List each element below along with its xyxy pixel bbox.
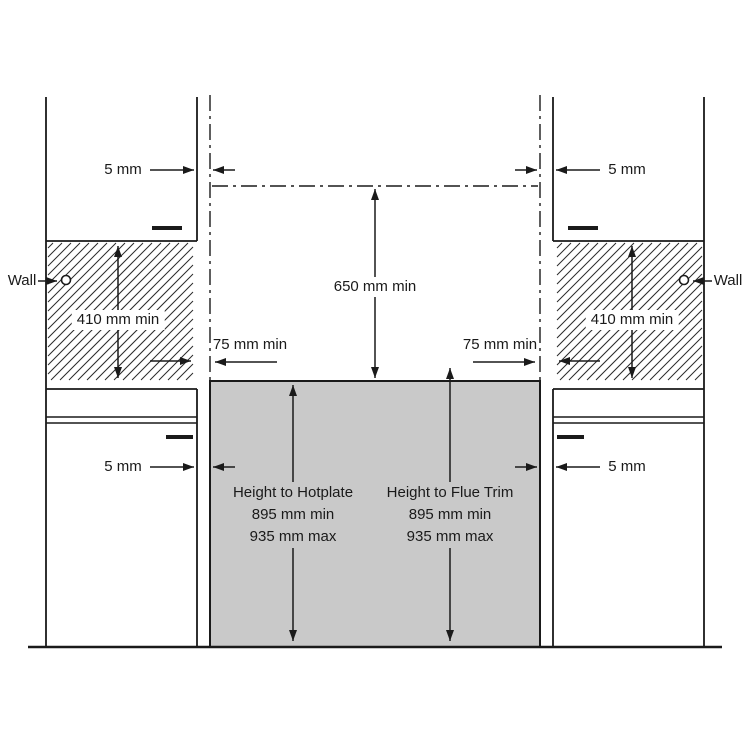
arrow-side-clearance-left	[215, 358, 277, 366]
flue-height-min: 895 mm min	[408, 506, 492, 523]
flue-height-max: 935 mm max	[406, 528, 494, 545]
wall-protection-label-right: 410 mm min	[585, 310, 679, 330]
arrow-gap-top-left-b	[213, 166, 235, 174]
arrow-hatch-right-extent	[559, 357, 600, 365]
arrow-gap-mid-right-b	[515, 463, 537, 471]
flue-height-block: Height to Flue Trim 895 mm min 935 mm ma…	[380, 482, 520, 548]
arrow-hatch-left-extent	[150, 357, 191, 365]
hotplate-height-max: 935 mm max	[249, 528, 337, 545]
arrow-gap-top-left-a	[150, 166, 194, 174]
arrow-gap-mid-right-a	[556, 463, 600, 471]
hotplate-height-min: 895 mm min	[251, 506, 335, 523]
arrow-gap-mid-left-a	[150, 463, 194, 471]
side-clearance-label-left: 75 mm min	[212, 336, 288, 353]
arrow-wall-right-leader	[693, 277, 712, 285]
wall-label-left: Wall	[7, 272, 37, 289]
arrow-side-clearance-right	[473, 358, 535, 366]
structure-lines	[28, 97, 722, 649]
gap-label-mid-left: 5 mm	[104, 458, 142, 475]
centerlines	[209, 95, 541, 381]
vertical-clearance-label: 650 mm min	[328, 277, 422, 297]
arrow-gap-top-right-a	[556, 166, 600, 174]
arrow-gap-top-right-b	[515, 166, 537, 174]
hotplate-height-title: Height to Hotplate	[232, 484, 354, 501]
arrow-wall-left-leader	[38, 277, 57, 285]
gap-label-mid-right: 5 mm	[608, 458, 646, 475]
wall-markers	[60, 274, 690, 286]
flue-height-title: Height to Flue Trim	[386, 484, 514, 501]
arrow-gap-mid-left-b	[213, 463, 235, 471]
wall-dot-right	[678, 274, 690, 286]
wall-protection-label-left: 410 mm min	[71, 310, 165, 330]
gap-label-top-left: 5 mm	[104, 161, 142, 178]
hotplate-height-block: Height to Hotplate 895 mm min 935 mm max	[226, 482, 360, 548]
wall-hatch-zones	[47, 242, 703, 381]
side-clearance-label-right: 75 mm min	[462, 336, 538, 353]
gap-label-top-right: 5 mm	[608, 161, 646, 178]
wall-dot-left	[60, 274, 72, 286]
wall-label-right: Wall	[713, 272, 743, 289]
